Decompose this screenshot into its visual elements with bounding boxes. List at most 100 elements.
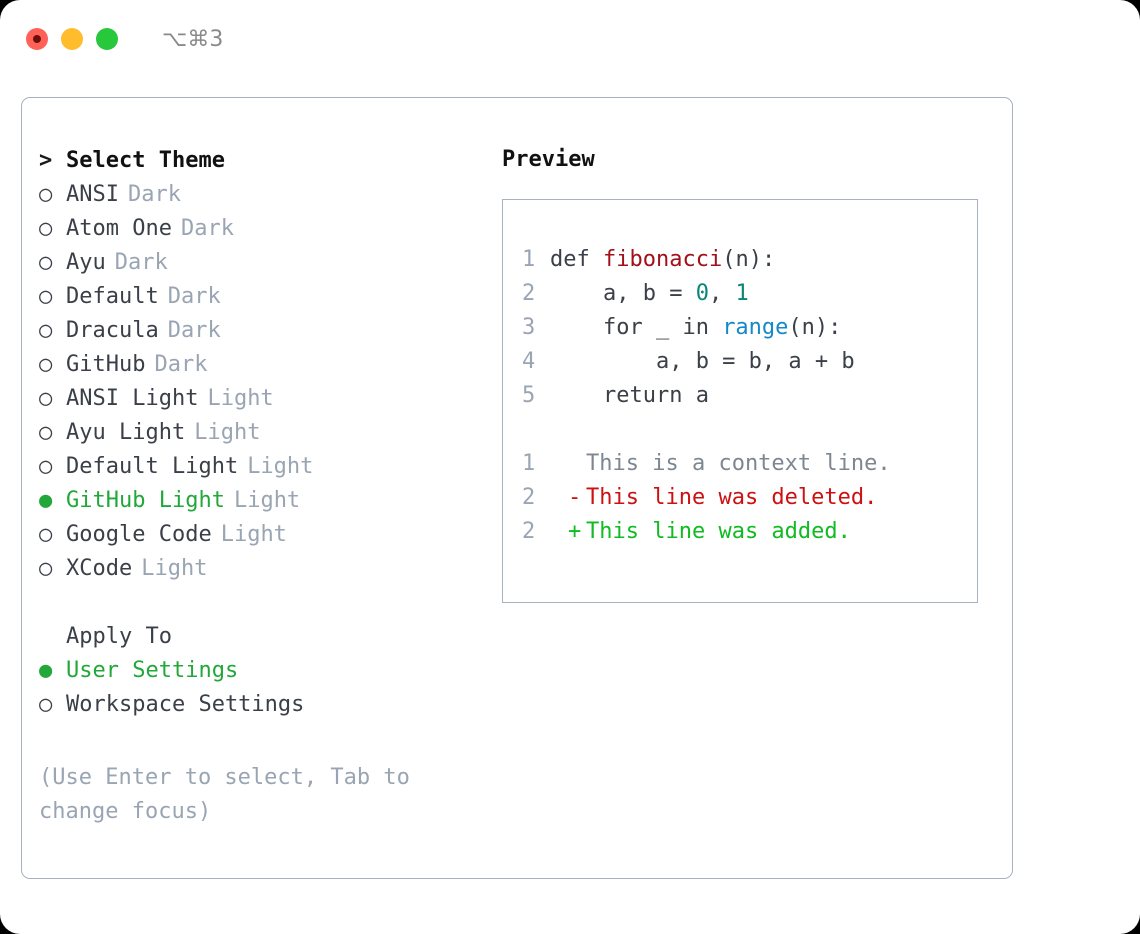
theme-name-label: Ayu Light	[66, 419, 186, 445]
code-token: 0	[695, 280, 709, 306]
code-line: 3 for _ in range(n):	[522, 310, 977, 344]
code-line: 5 return a	[522, 378, 977, 412]
theme-list-item[interactable]: ○ Default Light Light	[39, 449, 489, 483]
theme-name-label: ANSI Light	[66, 385, 199, 411]
theme-variant-badge: Light	[207, 385, 274, 411]
radio-unselected-icon: ○	[39, 521, 53, 547]
diff-line: 2 +This line was added.	[522, 514, 977, 548]
code-line-number: 4	[522, 348, 536, 374]
diff-sample: 1 This is a context line. 2 -This line was…	[522, 446, 977, 548]
code-line: 1 def fibonacci(n):	[522, 242, 977, 276]
section-spacer	[39, 585, 489, 619]
maximize-button-icon[interactable]	[96, 28, 118, 50]
theme-variant-badge: Dark	[167, 283, 221, 309]
code-token: ,	[708, 280, 736, 306]
keyboard-hint: (Use Enter to select, Tab to change focu…	[39, 765, 410, 824]
theme-name-label: Ayu	[66, 249, 106, 275]
theme-variant-badge: Light	[247, 453, 314, 479]
theme-list-item[interactable]: ○ Ayu Dark	[39, 245, 489, 279]
diff-text: This line was deleted.	[586, 484, 878, 510]
code-token: a, b =	[550, 280, 696, 306]
code-line: 4 a, b = b, a + b	[522, 344, 977, 378]
radio-unselected-icon: ○	[39, 351, 53, 377]
radio-unselected-icon: ○	[39, 215, 53, 241]
theme-list-item[interactable]: ○ Default Dark	[39, 279, 489, 313]
diff-sign: +	[568, 518, 582, 544]
theme-variant-badge: Dark	[114, 249, 168, 275]
theme-name-label: XCode	[66, 555, 133, 581]
code-token: (n):	[788, 314, 842, 340]
theme-list-item[interactable]: ○ XCode Light	[39, 551, 489, 585]
apply-to-heading-label: Apply To	[66, 623, 172, 649]
close-button-icon[interactable]	[26, 28, 48, 50]
diff-text: This line was added.	[586, 518, 851, 544]
theme-name-label: GitHub	[66, 351, 146, 377]
code-token: for _ in	[550, 314, 723, 340]
minimize-button-icon[interactable]	[61, 28, 83, 50]
diff-line-number: 2	[522, 484, 536, 510]
radio-unselected-icon: ○	[39, 181, 53, 207]
diff-line: 2 -This line was deleted.	[522, 480, 977, 514]
code-token: def	[550, 246, 603, 272]
diff-line-number: 2	[522, 518, 536, 544]
preview-title: Preview	[502, 147, 595, 172]
code-token: fibonacci	[602, 246, 723, 272]
diff-line: 1 This is a context line.	[522, 446, 977, 480]
apply-to-label: Workspace Settings	[66, 691, 305, 717]
code-line-number: 2	[522, 280, 536, 306]
code-token: (n):	[722, 246, 776, 272]
diff-line-number: 1	[522, 450, 536, 476]
code-token: return a	[550, 382, 709, 408]
theme-list-item[interactable]: ○ GitHub Dark	[39, 347, 489, 381]
theme-variant-badge: Dark	[154, 351, 208, 377]
apply-to-item[interactable]: ○ Workspace Settings	[39, 687, 489, 721]
close-dot-icon	[33, 35, 41, 43]
theme-variant-badge: Light	[233, 487, 301, 513]
code-line-number: 3	[522, 314, 536, 340]
keyboard-shortcut-label: ⌥⌘3	[162, 26, 224, 52]
select-theme-heading: > Select Theme	[39, 143, 489, 177]
diff-sign	[568, 451, 586, 476]
code-line-number: 5	[522, 382, 536, 408]
theme-variant-badge: Dark	[180, 215, 234, 241]
apply-to-item[interactable]: ●User Settings	[39, 653, 489, 687]
theme-variant-badge: Light	[141, 555, 208, 581]
theme-name-label: Google Code	[66, 521, 212, 547]
radio-unselected-icon: ○	[39, 691, 53, 717]
radio-unselected-icon: ○	[39, 453, 53, 479]
radio-unselected-icon: ○	[39, 283, 53, 309]
radio-unselected-icon: ○	[39, 385, 53, 411]
code-token: range	[722, 314, 789, 340]
theme-name-label: Atom One	[66, 215, 172, 241]
apply-to-list: ●User Settings ○ Workspace Settings	[39, 653, 489, 721]
radio-selected-icon: ●	[39, 657, 53, 683]
code-diff-spacer	[522, 412, 977, 446]
theme-name-label: ANSI	[66, 181, 119, 207]
code-line-number: 1	[522, 246, 536, 272]
theme-name-label: Default	[66, 283, 159, 309]
radio-unselected-icon: ○	[39, 555, 53, 581]
diff-sign: -	[568, 484, 582, 510]
code-line: 2 a, b = 0, 1	[522, 276, 977, 310]
theme-variant-badge: Light	[194, 419, 261, 445]
theme-list-item[interactable]: ○ ANSI Light Light	[39, 381, 489, 415]
theme-name-label: Default Light	[66, 453, 239, 479]
radio-unselected-icon: ○	[39, 249, 53, 275]
title-bar: ⌥⌘3	[0, 0, 1140, 78]
theme-list-item[interactable]: ○ Atom One Dark	[39, 211, 489, 245]
select-theme-heading-label: Select Theme	[66, 147, 225, 173]
radio-unselected-icon: ○	[39, 317, 53, 343]
code-token: 1	[735, 280, 749, 306]
